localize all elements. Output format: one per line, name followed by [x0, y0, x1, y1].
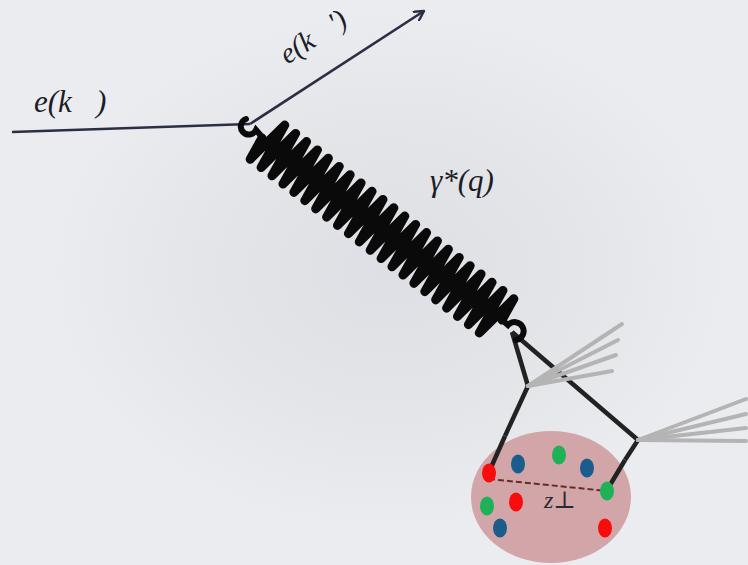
parton-dot [511, 455, 525, 474]
parton-dot [493, 519, 507, 538]
proton-ellipse: z⊥ [470, 430, 632, 564]
spring-hook [500, 318, 524, 340]
parton-dot [600, 482, 614, 501]
parton-dot [552, 446, 566, 465]
incoming-electron [12, 124, 250, 132]
separation-label: z⊥ [544, 488, 576, 512]
quark-line [625, 440, 638, 460]
parton-dot [580, 459, 594, 478]
quark-line [505, 386, 528, 436]
parton-dot [480, 497, 494, 516]
photon-label: γ*(q) [430, 165, 494, 196]
parton-dot [482, 464, 496, 483]
proton-fill [471, 431, 631, 563]
parton-dot [598, 519, 612, 538]
parton-dot [509, 493, 523, 512]
hadron-jet [638, 399, 746, 441]
electron-label: e(k⃗') [274, 4, 352, 69]
photon-spring [250, 125, 514, 333]
hadron-jet [528, 324, 622, 386]
spring-hook [241, 119, 262, 137]
quark-line [512, 332, 638, 440]
electron-label: e(k⃗) [34, 86, 106, 117]
